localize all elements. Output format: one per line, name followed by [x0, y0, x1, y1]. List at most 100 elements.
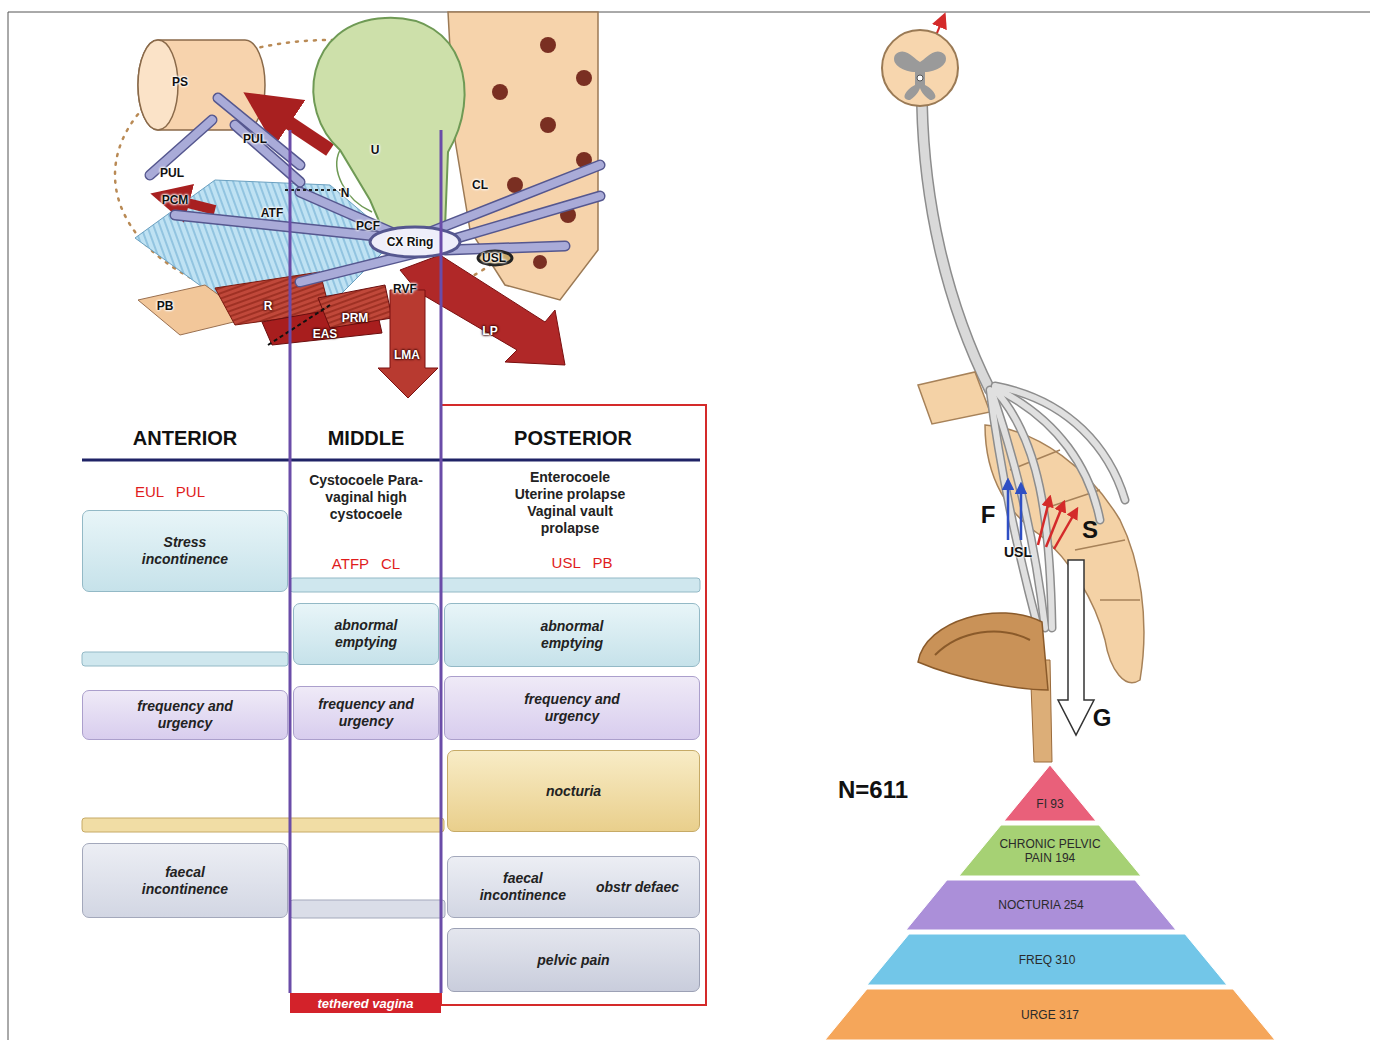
node-text: URGE 317 [1021, 1008, 1079, 1022]
spinal-illustration [935, 632, 1030, 655]
symptom-band: pelvic pain [447, 928, 700, 992]
pelvic-anatomy [540, 37, 556, 53]
pelvic-anatomy [492, 37, 592, 269]
column-heading: ANTERIOR [133, 427, 237, 450]
prolapse-list: Enterocoele Uterine prolapse Vaginal vau… [509, 469, 631, 537]
spinal-illustration [990, 386, 1125, 628]
ligament-code: ATFP CL [332, 555, 400, 572]
anatomy-label: ATF [261, 206, 283, 220]
spinal-illustration [995, 386, 1125, 500]
symptom-band: frequency and urgency [444, 676, 700, 740]
force-label: G [1093, 704, 1112, 732]
pelvic-anatomy [378, 290, 438, 398]
ligament-code: USL PB [552, 554, 613, 571]
pyramid-tier: FREQ 310 [867, 934, 1227, 985]
anatomy-label: LP [482, 324, 497, 338]
ligament-code: EUL PUL [135, 483, 205, 500]
pelvic-anatomy [492, 84, 508, 100]
tier-shape [959, 825, 1141, 876]
spinal-illustration [918, 372, 990, 424]
symptom-band: faecal incontinence obstr defaec [447, 856, 700, 918]
anatomy-label: USL [482, 251, 506, 265]
pelvic-anatomy [370, 227, 460, 257]
pelvic-anatomy [337, 150, 372, 212]
frame [8, 12, 1370, 1040]
spinal-illustration [917, 75, 923, 81]
tier-shape [906, 880, 1176, 930]
zone-dividers [82, 130, 706, 1005]
column-heading: MIDDLE [328, 427, 405, 450]
pelvic-anatomy [218, 98, 300, 165]
anatomy-label: R [264, 299, 273, 313]
zone-dividers [440, 130, 443, 993]
spinal-illustration [922, 104, 990, 390]
pelvic-anatomy [478, 251, 512, 265]
zone-bars [82, 818, 444, 832]
node-text: nocturia [546, 783, 601, 800]
spinal-illustration [1020, 484, 1023, 540]
node-text: pelvic pain [537, 952, 609, 969]
sample-size: N=611 [838, 776, 908, 804]
pelvic-anatomy [540, 117, 556, 133]
spinal-illustration [990, 390, 1038, 628]
spinal-illustration [990, 386, 1125, 628]
zone-bars [82, 652, 288, 666]
pelvic-anatomy [576, 70, 592, 86]
node-text: frequency and urgency [130, 698, 240, 732]
column-heading: POSTERIOR [514, 427, 632, 450]
node-text: NOCTURIA 254 [998, 898, 1083, 912]
anatomy-label: CL [472, 178, 488, 192]
node-text: frequency and urgency [311, 696, 421, 730]
anatomy-label: PUL [160, 166, 184, 180]
symptom-band: nocturia [447, 750, 700, 832]
pelvic-anatomy [150, 98, 600, 282]
spinal-illustration [1007, 480, 1010, 540]
symptom-band: Stress incontinence [82, 510, 288, 592]
node-text: Stress incontinence [130, 534, 240, 568]
force-label: S [1082, 516, 1098, 544]
symptom-band: faecal incontinence [82, 843, 288, 918]
spinal-illustration [1054, 509, 1077, 549]
frame [8, 12, 9, 1040]
node-text: abnormal emptying [311, 617, 421, 651]
zone-dividers [441, 405, 706, 1005]
spinal-illustration [995, 388, 1100, 520]
spinal-illustration [1038, 497, 1050, 545]
node-text: FI 93 [1036, 797, 1063, 811]
anatomy-label: PB [157, 299, 174, 313]
pelvic-anatomy [150, 98, 600, 282]
tier-shape [1004, 765, 1096, 821]
anatomy-label: LMA [394, 348, 420, 362]
pyramid-tier: NOCTURIA 254 [906, 880, 1176, 930]
spinal-illustration [922, 104, 990, 390]
node-text: CHRONIC PELVIC PAIN 194 [990, 837, 1110, 865]
symptom-band: frequency and urgency [82, 690, 288, 740]
zone-dividers [82, 459, 700, 462]
frame [8, 12, 1370, 13]
prolapse-list: Cystocoele Para-vaginal high cystocoele [306, 472, 426, 523]
pelvic-anatomy [448, 12, 598, 300]
spinal-illustration [1058, 560, 1094, 735]
node-text: tethered vagina [317, 996, 413, 1011]
anatomy-label: PCF [356, 219, 380, 233]
pelvic-anatomy [445, 246, 565, 250]
anatomy-label: CX Ring [387, 235, 434, 249]
anatomy-label: U [371, 143, 380, 157]
pelvic-anatomy [285, 189, 345, 191]
symptom-band: abnormal emptying [444, 603, 700, 667]
pyramid-tier: URGE 317 [825, 989, 1275, 1040]
ligament-label: USL [1004, 544, 1032, 560]
node-text: obstr defaec [596, 879, 679, 896]
anatomy-label: PCM [162, 193, 189, 207]
anatomy-label: PRM [342, 311, 369, 325]
anatomy-label: EAS [313, 327, 338, 341]
pelvic-anatomy [150, 98, 600, 282]
force-label: F [981, 501, 996, 529]
pelvic-anatomy [218, 98, 300, 165]
pelvic-anatomy [533, 255, 547, 269]
node-text: faecal incontinence [468, 870, 578, 904]
anatomy-label: N [341, 186, 350, 200]
spinal-illustration [894, 52, 946, 100]
zone-bars [82, 578, 700, 918]
